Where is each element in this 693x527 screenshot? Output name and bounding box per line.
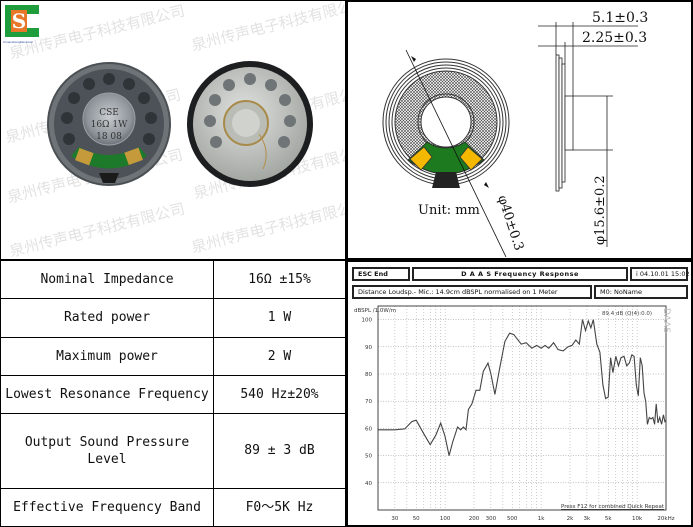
dimension-drawing: Unit: mm φ40±0.3 5.1±0.3 2.25±0.3 φ15.6±… [382,10,648,258]
logo-caption: ChuanshengElectronic [3,40,34,44]
x-tick-label: 2k [567,516,574,522]
x-tick-label: 50 [413,516,420,522]
measurement-name-field[interactable]: M0: NoName [594,285,688,299]
dim-total-height: 5.1±0.3 [592,10,648,26]
x-tick-label: 100 [440,516,451,522]
speaker-label-line2: 16Ω 1W [91,120,129,130]
spec-label: Effective Frequency Band [0,487,214,527]
y-tick-label: 40 [365,481,372,487]
chart-grid [377,306,667,510]
x-tick-label: 500 [507,516,518,522]
unit-label: Unit: mm [418,203,480,218]
speaker-label-line1: CSE [99,108,119,118]
measurement-info: Distance Loudsp.- Mic.: 14.9cm dBSPL nor… [352,285,592,299]
spec-label: Maximum power [0,336,214,376]
spec-value: 2 W [213,336,346,376]
table-row: Lowest Resonance Frequency 540 Hz±20% [0,374,346,415]
y-axis-label: dBSPL /1.0W/m [354,308,396,314]
product-photo-panel: 泉州传声电子科技有限公司 泉州传声电子科技有限公司 泉州传声电子科技有限公司 泉… [0,0,346,260]
y-tick-label: 90 [365,345,372,351]
x-tick-label: 200 [469,516,480,522]
table-row: Maximum power 2 W [0,336,346,376]
spec-value: 1 W [213,298,346,338]
y-tick-label: 70 [365,399,372,405]
spec-label: Output Sound Pressure Level [0,413,214,489]
spec-label: Lowest Resonance Frequency [0,374,214,415]
y-tick-label: 60 [365,426,372,432]
spec-value: 16Ω ±15% [213,259,346,300]
daas-brand: DAAS [661,308,671,333]
datetime-field: i 04.10.01 15:02 [630,267,690,281]
logo-letter: S [11,9,27,33]
spec-value: 540 Hz±20% [213,374,346,415]
dimension-drawing-panel: Unit: mm φ40±0.3 5.1±0.3 2.25±0.3 φ15.6±… [346,0,693,260]
spec-label: Rated power [0,298,214,338]
x-tick-label: 20kHz [657,516,674,522]
x-tick-label: 3k [584,516,591,522]
dim-magnet-diameter: φ15.6±0.2 [593,175,608,245]
y-tick-label: 80 [365,372,372,378]
x-tick-label: 300 [486,516,497,522]
speaker-side-view [538,22,638,247]
speaker-back-photo [187,61,313,187]
speaker-front-photo: CSE 16Ω 1W 18 08 [47,62,171,186]
y-tick-label: 50 [365,454,372,460]
speaker-label-line3: 18 08 [96,132,122,142]
table-row: Rated power 1 W [0,298,346,338]
table-row: Effective Frequency Band F0～5K Hz [0,487,346,527]
footer-hint: Press F12 for combined Quick Repeat [561,504,665,510]
y-tick-label: 100 [362,318,373,324]
esc-end-button[interactable]: ESC End [352,267,410,281]
spec-table-panel: Nominal Impedance 16Ω ±15% Rated power 1… [0,259,346,527]
table-row: Nominal Impedance 16Ω ±15% [0,259,346,300]
x-tick-label: 10k [632,516,643,522]
dim-frame-height: 2.25±0.3 [582,30,647,46]
spec-label: Nominal Impedance [0,259,214,300]
spl-readout: 89.4 dB (Q(4):0.0) [602,311,652,317]
dim-outer-diameter: φ40±0.3 [494,194,526,253]
x-tick-label: 30 [391,516,398,522]
x-tick-label: 5k [605,516,612,522]
company-logo: S [5,5,39,37]
speaker-front-view [382,49,510,258]
chart-title: D A A S Frequency Response [412,267,628,281]
series-line-spl [378,319,667,456]
plot-frame [377,305,667,511]
frequency-response-panel: ESC End D A A S Frequency Response i 04.… [346,260,693,527]
spec-value: F0～5K Hz [213,487,346,527]
table-row: Output Sound Pressure Level 89 ± 3 dB [0,413,346,489]
spec-table: Nominal Impedance 16Ω ±15% Rated power 1… [0,259,346,527]
spec-value: 89 ± 3 dB [213,413,346,489]
frequency-response-chart: dBSPL /1.0W/m 40 50 60 70 80 90 100 30 50 100 200… [354,305,675,522]
x-tick-label: 1k [538,516,545,522]
speaker-photos: CSE 16Ω 1W 18 08 [47,61,313,187]
